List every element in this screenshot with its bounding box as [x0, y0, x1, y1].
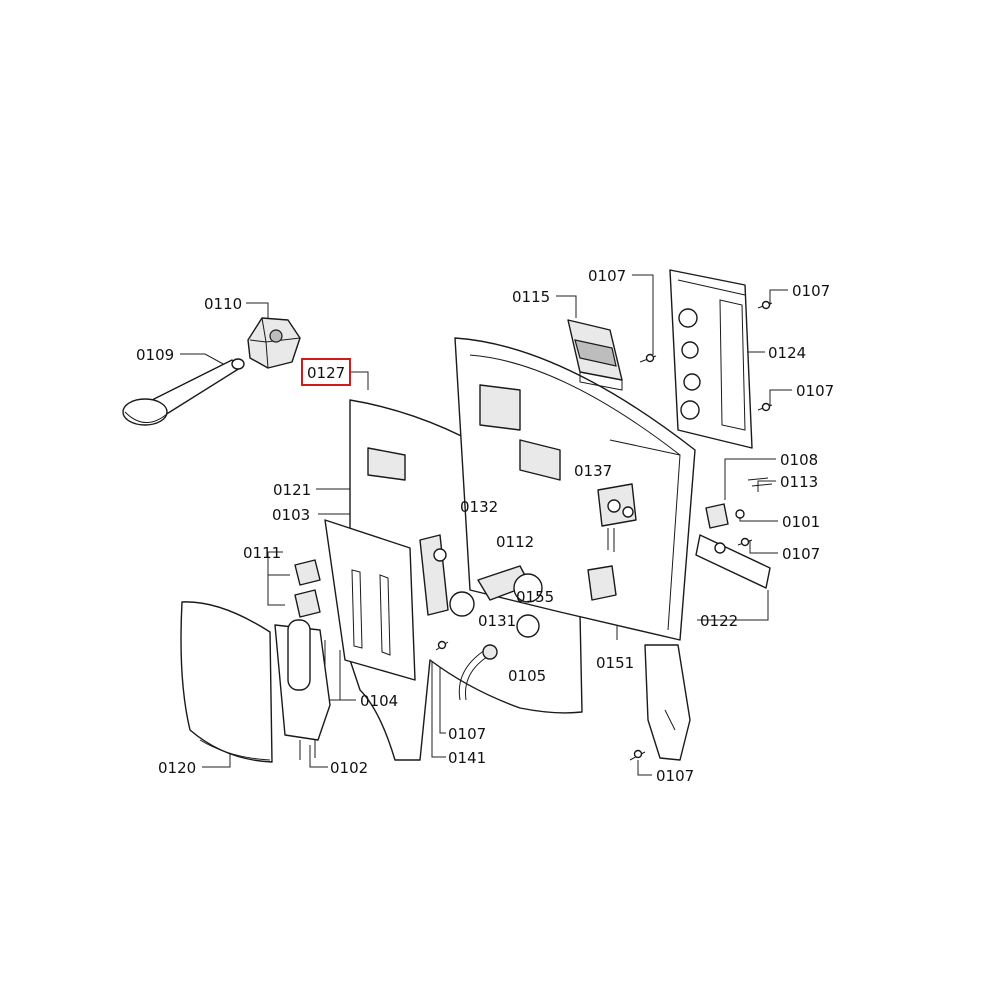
- switch-parts: [587, 483, 637, 601]
- part-label: 0115: [512, 288, 550, 306]
- part-label: 0121: [273, 481, 311, 499]
- part-label: 0107: [792, 282, 830, 300]
- sensor-parts: [695, 477, 773, 589]
- part-label: 0103: [272, 506, 310, 524]
- part-label: 0113: [780, 473, 818, 491]
- housing-frame: [454, 337, 696, 761]
- part-label: 0104: [360, 692, 398, 710]
- part-label: 0107: [656, 767, 694, 785]
- part-label: 0107: [448, 725, 486, 743]
- part-labels: 0110 0109 0127 0115 0107 0107 0124 0107 …: [136, 267, 834, 785]
- part-label-highlighted: 0127: [307, 364, 345, 382]
- rotary-knob-part: [247, 317, 301, 369]
- part-label: 0102: [330, 759, 368, 777]
- part-label: 0107: [588, 267, 626, 285]
- highlight-box: [301, 358, 351, 386]
- part-label: 0137: [574, 462, 612, 480]
- measuring-spoon-part: [122, 358, 245, 426]
- coffee-nozzle-part: [274, 619, 331, 760]
- service-door-part: [180, 601, 273, 763]
- part-label: 0107: [782, 545, 820, 563]
- display-module-part: [567, 319, 623, 391]
- part-label: 0109: [136, 346, 174, 364]
- part-label: 0110: [204, 295, 242, 313]
- part-label: 0120: [158, 759, 196, 777]
- screw-parts: [435, 300, 773, 761]
- part-label: 0105: [508, 667, 546, 685]
- part-label: 0132: [460, 498, 498, 516]
- part-label: 0131: [478, 612, 516, 630]
- valve-parts: [449, 565, 543, 638]
- part-label: 0155: [516, 588, 554, 606]
- part-label: 0108: [780, 451, 818, 469]
- part-label: 0141: [448, 749, 486, 767]
- part-label: 0111: [243, 544, 281, 562]
- hose-part: [458, 644, 498, 701]
- lever-plate-parts: [324, 519, 449, 681]
- button-parts: [294, 559, 321, 618]
- part-label: 0122: [700, 612, 738, 630]
- part-label: 0151: [596, 654, 634, 672]
- part-label: 0112: [496, 533, 534, 551]
- part-label: 0101: [782, 513, 820, 531]
- part-label: 0124: [768, 344, 806, 362]
- control-board-part: [669, 269, 753, 449]
- part-label: 0107: [796, 382, 834, 400]
